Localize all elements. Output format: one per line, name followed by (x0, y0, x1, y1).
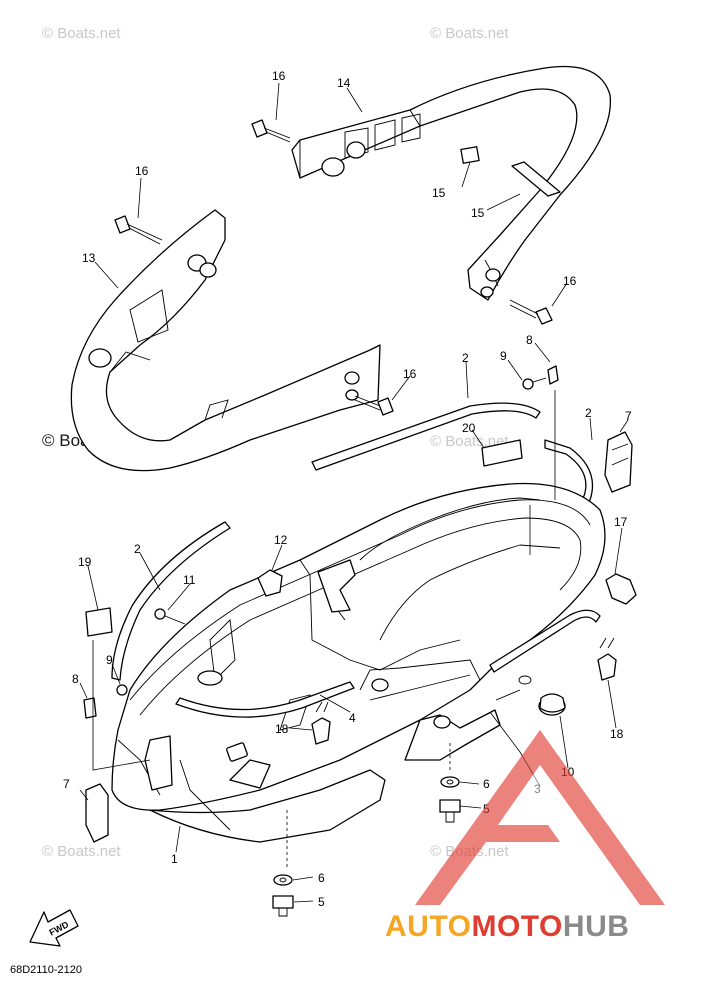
callout-18-right: 18 (610, 727, 624, 741)
bolt-16-center (354, 395, 394, 416)
callout-2-right: 2 (585, 406, 592, 420)
callout-4: 4 (349, 711, 356, 725)
brand-word-hub: HUB (563, 910, 630, 943)
callout-9-left: 9 (106, 653, 113, 667)
callout-16-left: 16 (135, 164, 149, 178)
cushion-strip-part (511, 161, 561, 197)
watermark-top-right: © Boats.net (430, 25, 509, 42)
hardware-small-parts (83, 365, 637, 917)
bolt-16-top (251, 119, 291, 143)
cushion-pad-part (460, 146, 480, 164)
brand-logo (415, 730, 665, 905)
callout-1: 1 (171, 852, 178, 866)
callout-11: 11 (183, 573, 196, 587)
callout-18-left: 18 (275, 722, 289, 736)
watermark-bottom-left: © Boats.net (42, 843, 121, 860)
callout-8-left: 8 (72, 672, 79, 686)
callout-16-top: 16 (272, 69, 286, 83)
bolt-16-right (509, 299, 553, 325)
callout-15-strip: 15 (471, 206, 485, 220)
callout-20: 20 (462, 421, 476, 435)
seal-strip-top (311, 402, 541, 471)
callout-6-right: 6 (483, 777, 490, 791)
upper-rear-handle-part (291, 65, 612, 301)
forward-arrow-icon: FWD (29, 909, 79, 947)
leader-lines (79, 82, 629, 903)
callout-16-center: 16 (403, 367, 417, 381)
callout-8-top: 8 (526, 333, 533, 347)
callout-14: 14 (337, 76, 351, 90)
callout-16-right: 16 (563, 274, 577, 288)
callout-12: 12 (274, 533, 288, 547)
callout-6-bottom: 6 (318, 871, 325, 885)
brand-wordmark: AUTOMOTOHUB (385, 910, 629, 943)
callout-5-bottom: 5 (318, 895, 325, 909)
lower-front-handle-part (70, 209, 381, 472)
watermark-top-left: © Boats.net (42, 25, 121, 42)
callout-7-top: 7 (625, 409, 632, 423)
callout-7-bottom: 7 (63, 777, 70, 791)
brand-word-moto: MOTO (471, 910, 562, 943)
lower-seal-part (489, 609, 601, 673)
callout-labels: 16 14 16 15 15 13 16 16 2 9 8 20 2 7 17 … (63, 69, 632, 909)
callout-13: 13 (82, 251, 96, 265)
callout-15-pad: 15 (432, 186, 446, 200)
callout-19: 19 (78, 555, 92, 569)
bottom-cowling-part (111, 482, 606, 843)
callout-9-top: 9 (500, 349, 507, 363)
callout-2-top: 2 (462, 351, 469, 365)
brand-word-auto: AUTO (385, 910, 471, 943)
seal-strip-left (111, 521, 231, 681)
diagram-code: 68D2110-2120 (10, 964, 82, 976)
bolt-16-left (114, 215, 163, 245)
center-seal-part (175, 681, 355, 718)
callout-2-left: 2 (134, 542, 141, 556)
callout-17: 17 (614, 515, 628, 529)
